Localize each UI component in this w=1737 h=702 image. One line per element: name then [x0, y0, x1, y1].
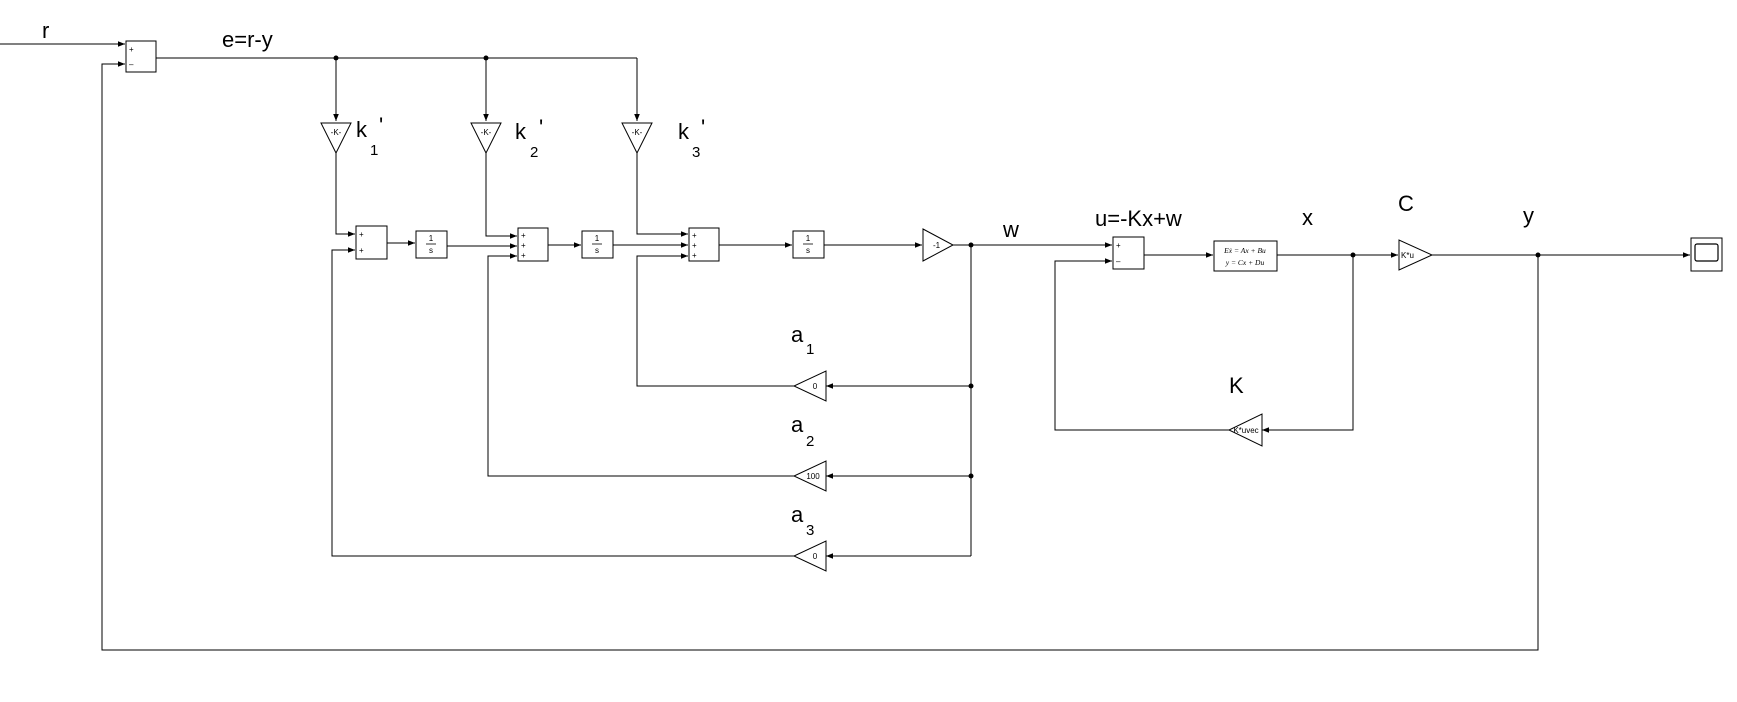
integrator-3[interactable]: 1 s [792, 230, 825, 259]
svg-text:a: a [791, 412, 804, 437]
sum-error-minus: – [129, 60, 134, 69]
sum-error[interactable]: + – [125, 40, 157, 73]
gain-a1[interactable]: 0 [792, 370, 827, 402]
integrator-2-num: 1 [595, 234, 600, 243]
label-e: e=r-y [222, 27, 273, 52]
wire-x-k [1262, 255, 1354, 433]
svg-text:1: 1 [370, 142, 378, 159]
gain-k1[interactable]: -K- [320, 122, 352, 155]
wire-k-sumu [1054, 258, 1229, 431]
label-u: u=-Kx+w [1095, 206, 1182, 231]
label-r: r [42, 18, 49, 43]
svg-text:1: 1 [806, 341, 814, 358]
svg-text:2: 2 [806, 433, 814, 450]
gain-k2[interactable]: -K- [470, 122, 502, 155]
sum-3-plus-a: + [692, 231, 697, 240]
label-k2: k 2 ' [515, 115, 543, 161]
svg-text:': ' [701, 115, 705, 140]
scope[interactable] [1690, 237, 1723, 272]
wire-y-feedback [101, 61, 1539, 651]
gain-a2-text: 100 [806, 472, 820, 481]
label-x: x [1302, 205, 1313, 230]
svg-text:': ' [539, 115, 543, 140]
label-a1: a 1 [791, 322, 814, 358]
svg-text:3: 3 [692, 144, 700, 161]
gain-neg-one[interactable]: -1 [922, 228, 955, 262]
gain-a2[interactable]: 100 [792, 460, 827, 492]
scope-screen [1694, 243, 1719, 262]
state-space-eq2: y = Cx + Du [1225, 258, 1265, 267]
sum-1-plus-a: + [359, 230, 364, 239]
label-k3: k 3 ' [678, 115, 705, 161]
sum-2[interactable]: + + + [517, 227, 549, 262]
sum-u-plus: + [1116, 241, 1121, 250]
integrator-3-num: 1 [806, 234, 811, 243]
gain-k3[interactable]: -K- [621, 122, 653, 155]
svg-text:a: a [791, 502, 804, 527]
svg-text:2: 2 [530, 144, 538, 161]
wire-k1-sum1 [335, 151, 355, 237]
svg-text:a: a [791, 322, 804, 347]
label-a3: a 3 [791, 502, 814, 539]
gain-k3-text: -K- [632, 128, 643, 137]
sum-u[interactable]: + – [1112, 236, 1145, 270]
gain-neg-one-text: -1 [933, 241, 941, 250]
wire-k2-sum2 [485, 151, 517, 239]
state-space-eq1: Eẋ = Ax + Bu [1223, 246, 1266, 255]
wire-a1-sum3 [636, 253, 794, 387]
gain-a1-text: 0 [813, 382, 818, 391]
label-w: w [1002, 217, 1019, 242]
integrator-2-den: s [595, 246, 599, 255]
sum-1-plus-b: + [359, 246, 364, 255]
svg-text:k: k [356, 117, 368, 142]
gain-k2-text: -K- [481, 128, 492, 137]
sum-error-plus: + [129, 45, 134, 54]
integrator-1-den: s [429, 246, 433, 255]
label-k1: k 1 ' [356, 113, 383, 159]
svg-text:k: k [678, 119, 690, 144]
wire-a3-sum1 [331, 247, 794, 557]
gain-c-text: K*u [1401, 251, 1414, 260]
sum-u-minus: – [1116, 257, 1121, 266]
sum-3[interactable]: + + + [688, 227, 720, 262]
label-k: K [1229, 373, 1244, 398]
svg-text:': ' [379, 113, 383, 138]
integrator-1-num: 1 [429, 234, 434, 243]
label-a2: a 2 [791, 412, 814, 450]
label-y: y [1523, 203, 1534, 228]
sum-2-plus-c: + [521, 251, 526, 260]
gain-a3-text: 0 [813, 552, 818, 561]
integrator-3-den: s [806, 246, 810, 255]
gain-k-text: K*uvec [1233, 426, 1258, 435]
sum-3-plus-c: + [692, 251, 697, 260]
junction-e1 [333, 55, 339, 61]
gain-k[interactable]: K*uvec [1227, 413, 1263, 447]
sum-3-plus-b: + [692, 241, 697, 250]
label-c: C [1398, 191, 1414, 216]
gain-c[interactable]: K*u [1398, 239, 1434, 271]
junction-e2 [483, 55, 489, 61]
svg-text:k: k [515, 119, 527, 144]
wire-k3-sum3 [636, 151, 688, 237]
sum-2-plus-b: + [521, 241, 526, 250]
state-space-block[interactable]: Eẋ = Ax + Bu y = Cx + Du [1213, 240, 1278, 272]
svg-text:3: 3 [806, 522, 814, 539]
gain-a3[interactable]: 0 [792, 540, 827, 572]
sum-2-plus-a: + [521, 231, 526, 240]
wire-a2-sum2 [487, 253, 794, 477]
gain-k1-text: -K- [331, 128, 342, 137]
sum-1[interactable]: + + [355, 225, 388, 260]
integrator-2[interactable]: 1 s [581, 230, 614, 259]
integrator-1[interactable]: 1 s [415, 230, 448, 259]
